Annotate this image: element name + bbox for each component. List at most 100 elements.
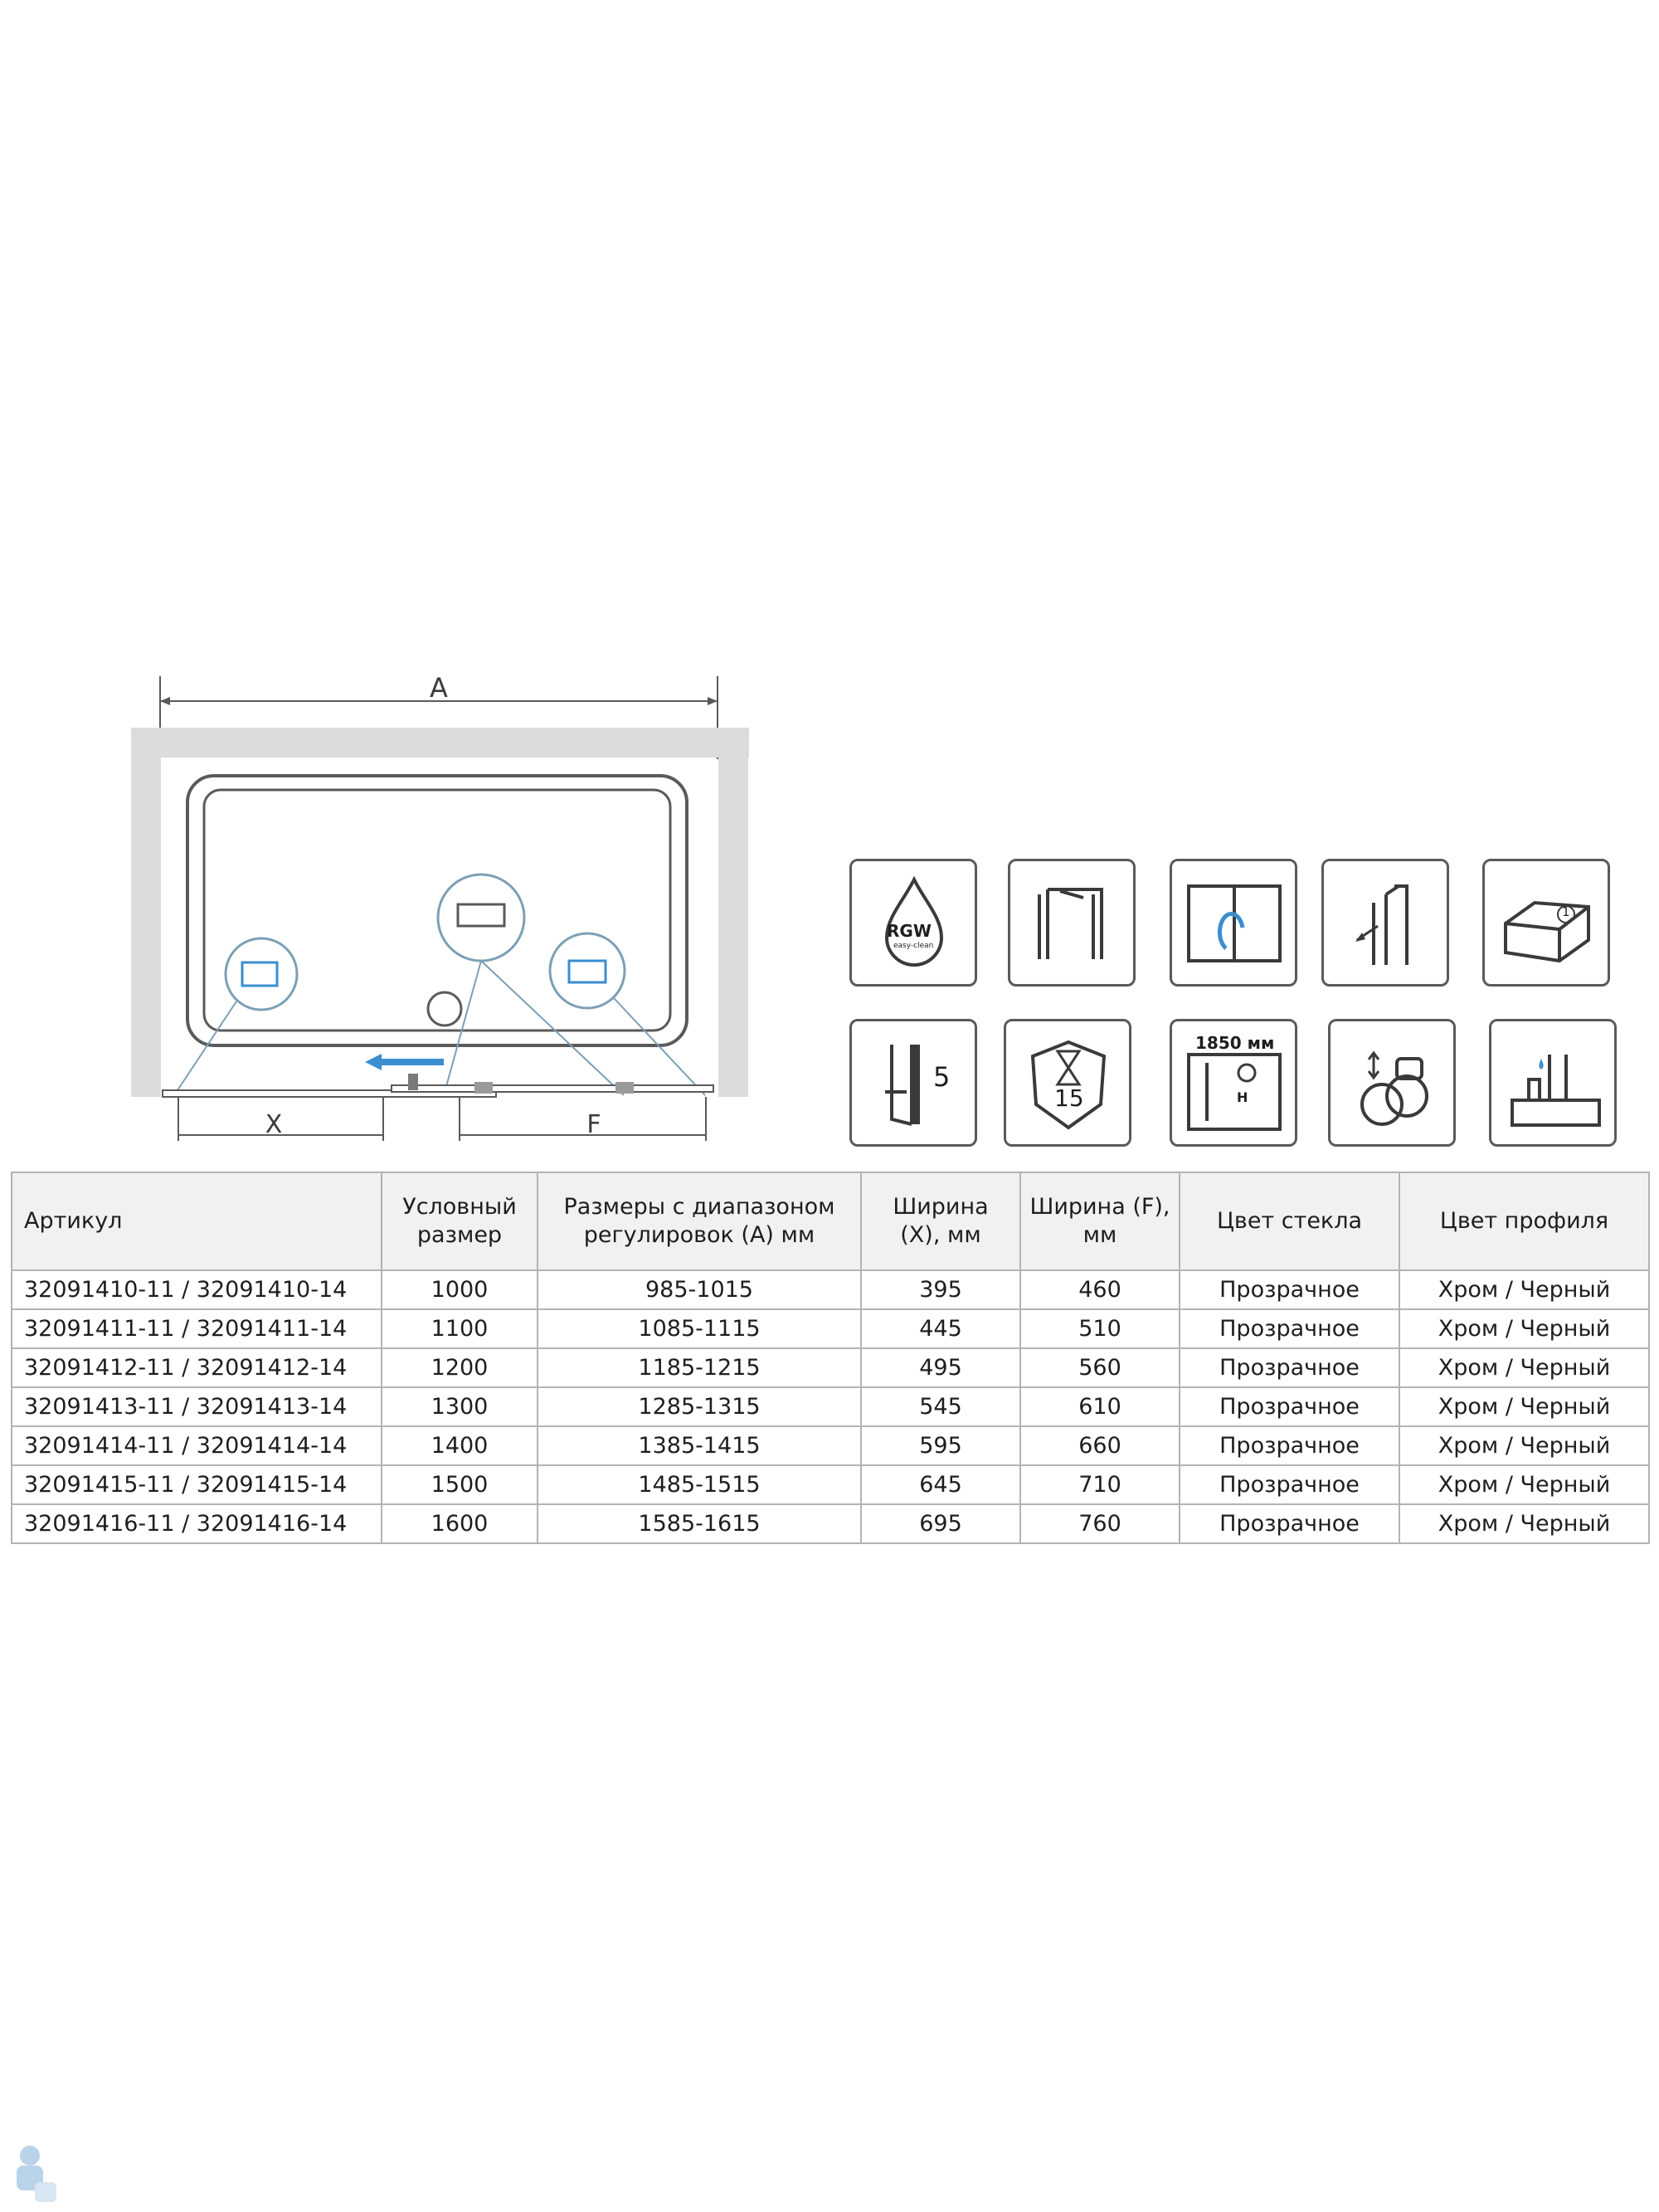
callout-line-center-2 bbox=[480, 960, 625, 1096]
callout-line-left bbox=[173, 1001, 237, 1096]
cell-width-x: 445 bbox=[860, 1308, 1021, 1349]
sliding-glass-panel bbox=[391, 1084, 714, 1093]
dim-x-label: X bbox=[265, 1110, 283, 1139]
cell-width-f: 610 bbox=[1019, 1386, 1180, 1427]
cell-glass-color: Прозрачное bbox=[1179, 1503, 1400, 1544]
cell-glass-color: Прозрачное bbox=[1179, 1464, 1400, 1505]
roller-left bbox=[474, 1082, 493, 1094]
store-logo-icon bbox=[17, 2146, 56, 2202]
header-width-x: Ширина (Х), мм bbox=[860, 1172, 1021, 1271]
cell-size-range: 985-1015 bbox=[537, 1269, 862, 1310]
table-row: 32091410-11 / 32091410-14 1000 985-1015 … bbox=[11, 1269, 1650, 1310]
roller-right bbox=[615, 1082, 634, 1094]
cell-profile-color: Хром / Черный bbox=[1399, 1269, 1650, 1310]
table-row: 32091414-11 / 32091414-14 1400 1385-1415… bbox=[11, 1425, 1650, 1466]
cell-profile-color: Хром / Черный bbox=[1399, 1308, 1650, 1349]
cell-size-range: 1385-1415 bbox=[537, 1425, 862, 1466]
header-glass-color: Цвет стекла bbox=[1179, 1172, 1400, 1271]
cell-profile-color: Хром / Черный bbox=[1399, 1386, 1650, 1427]
cell-size-range: 1085-1115 bbox=[537, 1308, 862, 1349]
wall-right bbox=[718, 728, 748, 1097]
height-h-label: H bbox=[1237, 1089, 1248, 1105]
handle bbox=[408, 1074, 418, 1090]
cell-size-range: 1585-1615 bbox=[537, 1503, 862, 1544]
shower-tray-outer bbox=[186, 774, 688, 1047]
height-label: 1850 мм bbox=[1195, 1033, 1275, 1053]
drain-icon bbox=[426, 991, 463, 1027]
detail-left-icon bbox=[224, 937, 299, 1011]
cell-glass-color: Прозрачное bbox=[1179, 1386, 1400, 1427]
header-size-range: Размеры с диапазоном регулировок (А) мм bbox=[537, 1172, 862, 1271]
table-row: 32091413-11 / 32091413-14 1300 1285-1315… bbox=[11, 1386, 1650, 1427]
callout-line-right bbox=[613, 997, 706, 1096]
cell-article: 32091413-11 / 32091413-14 bbox=[11, 1386, 382, 1427]
dim-a-arrow-right bbox=[708, 697, 718, 705]
cell-article: 32091415-11 / 32091415-14 bbox=[11, 1464, 382, 1505]
cell-nominal-size: 1400 bbox=[381, 1425, 538, 1466]
header-article: Артикул bbox=[11, 1172, 382, 1271]
wall-left bbox=[131, 728, 161, 1097]
wall-top bbox=[131, 728, 749, 758]
cell-nominal-size: 1600 bbox=[381, 1503, 538, 1544]
rgw-label: RGW bbox=[887, 921, 932, 941]
detail-center-glyph bbox=[456, 903, 506, 928]
warranty-label: 15 bbox=[1054, 1084, 1084, 1112]
cell-nominal-size: 1300 bbox=[381, 1386, 538, 1427]
package-count-icon: 1 bbox=[1482, 859, 1610, 987]
table-row: 32091411-11 / 32091411-14 1100 1085-1115… bbox=[11, 1308, 1650, 1349]
cell-size-range: 1285-1315 bbox=[537, 1386, 862, 1427]
fixed-glass-panel bbox=[162, 1089, 497, 1098]
cell-article: 32091416-11 / 32091416-14 bbox=[11, 1503, 382, 1544]
header-width-f: Ширина (F), мм bbox=[1019, 1172, 1180, 1271]
cell-width-x: 645 bbox=[860, 1464, 1021, 1505]
cell-profile-color: Хром / Черный bbox=[1399, 1464, 1650, 1505]
cell-width-f: 710 bbox=[1019, 1464, 1180, 1505]
handle-icon bbox=[1328, 1019, 1456, 1147]
cell-size-range: 1185-1215 bbox=[537, 1347, 862, 1388]
glass-thickness-label: 5 bbox=[933, 1061, 951, 1093]
dim-f-label: F bbox=[586, 1110, 601, 1139]
table-row: 32091415-11 / 32091415-14 1500 1485-1515… bbox=[11, 1464, 1650, 1505]
detail-right-glyph bbox=[567, 959, 607, 984]
cell-width-x: 695 bbox=[860, 1503, 1021, 1544]
detail-right-icon bbox=[548, 932, 626, 1010]
table-row: 32091412-11 / 32091412-14 1200 1185-1215… bbox=[11, 1347, 1650, 1388]
door-plan-diagram: A X F bbox=[131, 672, 749, 1141]
cell-glass-color: Прозрачное bbox=[1179, 1425, 1400, 1466]
rgw-easy-clean-icon: RGW easy-clean bbox=[849, 859, 977, 987]
cell-glass-color: Прозрачное bbox=[1179, 1269, 1400, 1310]
dim-a-label: A bbox=[430, 672, 448, 704]
table-header-row: Артикул Условный размер Размеры с диапаз… bbox=[11, 1172, 1650, 1271]
tray-install-icon bbox=[1489, 1019, 1617, 1147]
height-icon: 1850 мм H bbox=[1170, 1019, 1297, 1147]
cell-profile-color: Хром / Черный bbox=[1399, 1503, 1650, 1544]
callout-line-center bbox=[443, 960, 482, 1096]
header-nominal-size: Условный размер bbox=[381, 1172, 538, 1271]
cell-width-f: 460 bbox=[1019, 1269, 1180, 1310]
cell-glass-color: Прозрачное bbox=[1179, 1347, 1400, 1388]
wall-profile-icon bbox=[1008, 859, 1136, 987]
cell-width-x: 495 bbox=[860, 1347, 1021, 1388]
cell-width-f: 660 bbox=[1019, 1425, 1180, 1466]
cell-nominal-size: 1100 bbox=[381, 1308, 538, 1349]
cell-width-f: 760 bbox=[1019, 1503, 1180, 1544]
detail-center-icon bbox=[436, 873, 526, 962]
cell-nominal-size: 1000 bbox=[381, 1269, 538, 1310]
cell-width-x: 395 bbox=[860, 1269, 1021, 1310]
cell-nominal-size: 1200 bbox=[381, 1347, 538, 1388]
table-row: 32091416-11 / 32091416-14 1600 1585-1615… bbox=[11, 1503, 1650, 1544]
cell-article: 32091411-11 / 32091411-14 bbox=[11, 1308, 382, 1349]
cell-width-x: 595 bbox=[860, 1425, 1021, 1466]
header-profile-color: Цвет профиля bbox=[1399, 1172, 1650, 1271]
cell-width-f: 510 bbox=[1019, 1308, 1180, 1349]
cell-profile-color: Хром / Черный bbox=[1399, 1347, 1650, 1388]
cell-width-x: 545 bbox=[860, 1386, 1021, 1427]
cell-width-f: 560 bbox=[1019, 1347, 1180, 1388]
cell-article: 32091414-11 / 32091414-14 bbox=[11, 1425, 382, 1466]
easy-clean-label: easy-clean bbox=[893, 942, 934, 950]
cell-article: 32091412-11 / 32091412-14 bbox=[11, 1347, 382, 1388]
package-count-label: 1 bbox=[1562, 904, 1570, 919]
slide-arrow-head bbox=[365, 1054, 382, 1070]
warranty-icon: 15 bbox=[1004, 1019, 1131, 1147]
door-opening-icon bbox=[1170, 859, 1297, 987]
